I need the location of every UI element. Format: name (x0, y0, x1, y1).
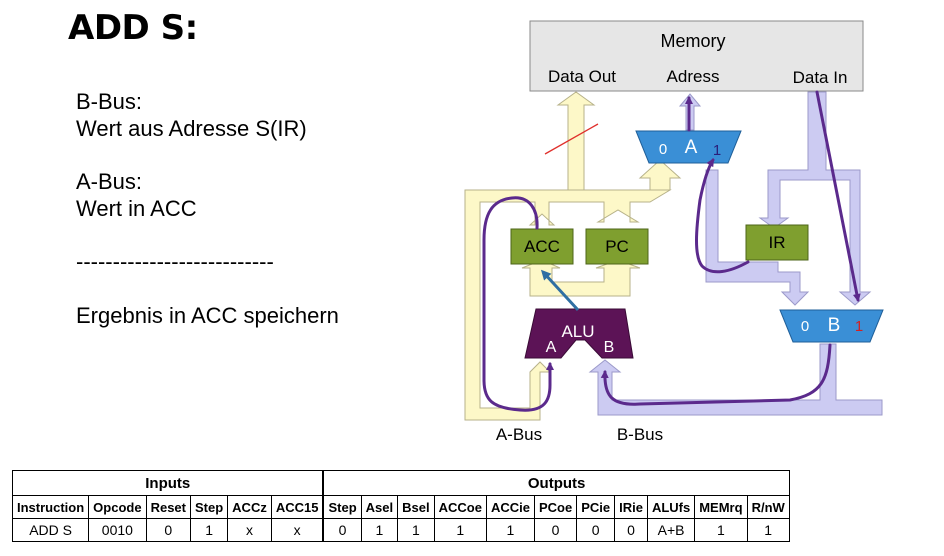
outputs-group-header: Outputs (322, 470, 790, 496)
b-bus-description: Wert aus Adresse S(IR) (76, 116, 307, 141)
table-cell: 1 (485, 518, 535, 542)
strike-line (544, 123, 599, 155)
register-pc: PC (585, 228, 649, 265)
mux-a-label: A (685, 137, 698, 158)
table-cell: 1 (360, 518, 399, 542)
path-acc-to-alu-a (482, 196, 554, 412)
table-row: ADD S 0010 0 1 x x 0 1 1 1 1 0 0 0 A+B 1… (11, 518, 790, 542)
control-signal-table: Inputs Outputs Instruction Opcode Reset … (11, 470, 790, 542)
b-bus-heading: B-Bus: (76, 89, 143, 114)
b-bus-label: B-Bus (617, 425, 663, 444)
memory-data-out-label: Data Out (548, 67, 616, 86)
header-cell: MEMrq (694, 495, 748, 519)
table-cell: 1 (694, 518, 748, 542)
table-cell: 1 (433, 518, 487, 542)
table-cell: A+B (646, 518, 696, 542)
alu: ALU A B (524, 308, 634, 359)
table-cell: ADD S (11, 518, 90, 542)
mux-a-input-0: 0 (659, 141, 667, 158)
alu-input-b: B (604, 339, 615, 356)
header-cell: Step (189, 495, 229, 519)
memory-data-in-label: Data In (793, 68, 848, 87)
inputs-group-header: Inputs (12, 470, 324, 496)
path-ir-to-mux-a (695, 158, 750, 274)
a-bus-description: Wert in ACC (76, 196, 197, 221)
acc-label: ACC (524, 237, 560, 256)
alu-to-acc-arrow (540, 269, 580, 312)
b-bus-main (758, 91, 872, 306)
mux-a: 0 A 1 (635, 130, 742, 164)
register-ir: IR (745, 224, 809, 261)
mux-a-input-1: 1 (713, 142, 721, 159)
path-data-in-to-mux-b (815, 90, 861, 302)
table-cell: 0 (145, 518, 192, 542)
mux-b: 0 B 1 (779, 309, 884, 343)
mux-b-input-0: 0 (801, 318, 809, 335)
highlight-paths (482, 90, 861, 412)
header-cell: Asel (360, 495, 399, 519)
header-cell: ALUfs (646, 495, 696, 519)
page-title: ADD S: (68, 8, 198, 48)
divider-line: --------------------------- (76, 249, 274, 274)
header-cell: ACCz (227, 495, 272, 519)
header-cell: Bsel (397, 495, 435, 519)
table-header-row: Instruction Opcode Reset Step ACCz ACC15… (11, 495, 790, 519)
table-cell: 1 (746, 518, 790, 542)
a-bus-label: A-Bus (496, 425, 542, 444)
a-bus (464, 91, 682, 421)
header-cell: PCoe (533, 495, 578, 519)
table-cell: 0 (533, 518, 578, 542)
header-cell: ACCoe (433, 495, 487, 519)
header-cell: ACC15 (270, 495, 324, 519)
memory-label: Memory (660, 31, 725, 51)
a-bus-main (464, 91, 682, 421)
header-cell: PCie (576, 495, 616, 519)
table-cell: 1 (397, 518, 435, 542)
header-cell: ACCie (485, 495, 535, 519)
table-cell: 0 (322, 518, 362, 542)
header-cell: Reset (145, 495, 192, 519)
b-bus-ir-out (705, 169, 810, 306)
header-cell: Opcode (88, 495, 147, 519)
register-acc: ACC (510, 228, 574, 265)
table-cell: 0010 (88, 518, 147, 542)
mux-b-label: B (828, 315, 841, 336)
table-cell: 1 (189, 518, 229, 542)
a-bus-heading: A-Bus: (76, 169, 143, 194)
table-cell: 0 (576, 518, 616, 542)
datapath-diagram: Memory Data Out Adress Data In 0 A 1 0 B… (464, 20, 884, 444)
header-cell: IRie (614, 495, 648, 519)
table-cell: x (227, 518, 272, 542)
path-mux-b-to-alu-b (600, 343, 832, 406)
header-cell: R/nW (746, 495, 790, 519)
table-cell: 0 (614, 518, 648, 542)
header-cell: Instruction (11, 495, 90, 519)
header-cell: Step (322, 495, 362, 519)
alu-input-a: A (546, 339, 557, 356)
memory-block: Memory Data Out Adress Data In (529, 20, 864, 92)
alu-label: ALU (561, 322, 594, 341)
pc-label: PC (605, 237, 629, 256)
result-text: Ergebnis in ACC speichern (76, 303, 339, 328)
ir-label: IR (769, 233, 786, 252)
memory-adress-label: Adress (667, 67, 720, 86)
a-bus-alu-out (521, 259, 641, 297)
table-cell: x (270, 518, 324, 542)
mux-b-input-1: 1 (855, 318, 863, 335)
